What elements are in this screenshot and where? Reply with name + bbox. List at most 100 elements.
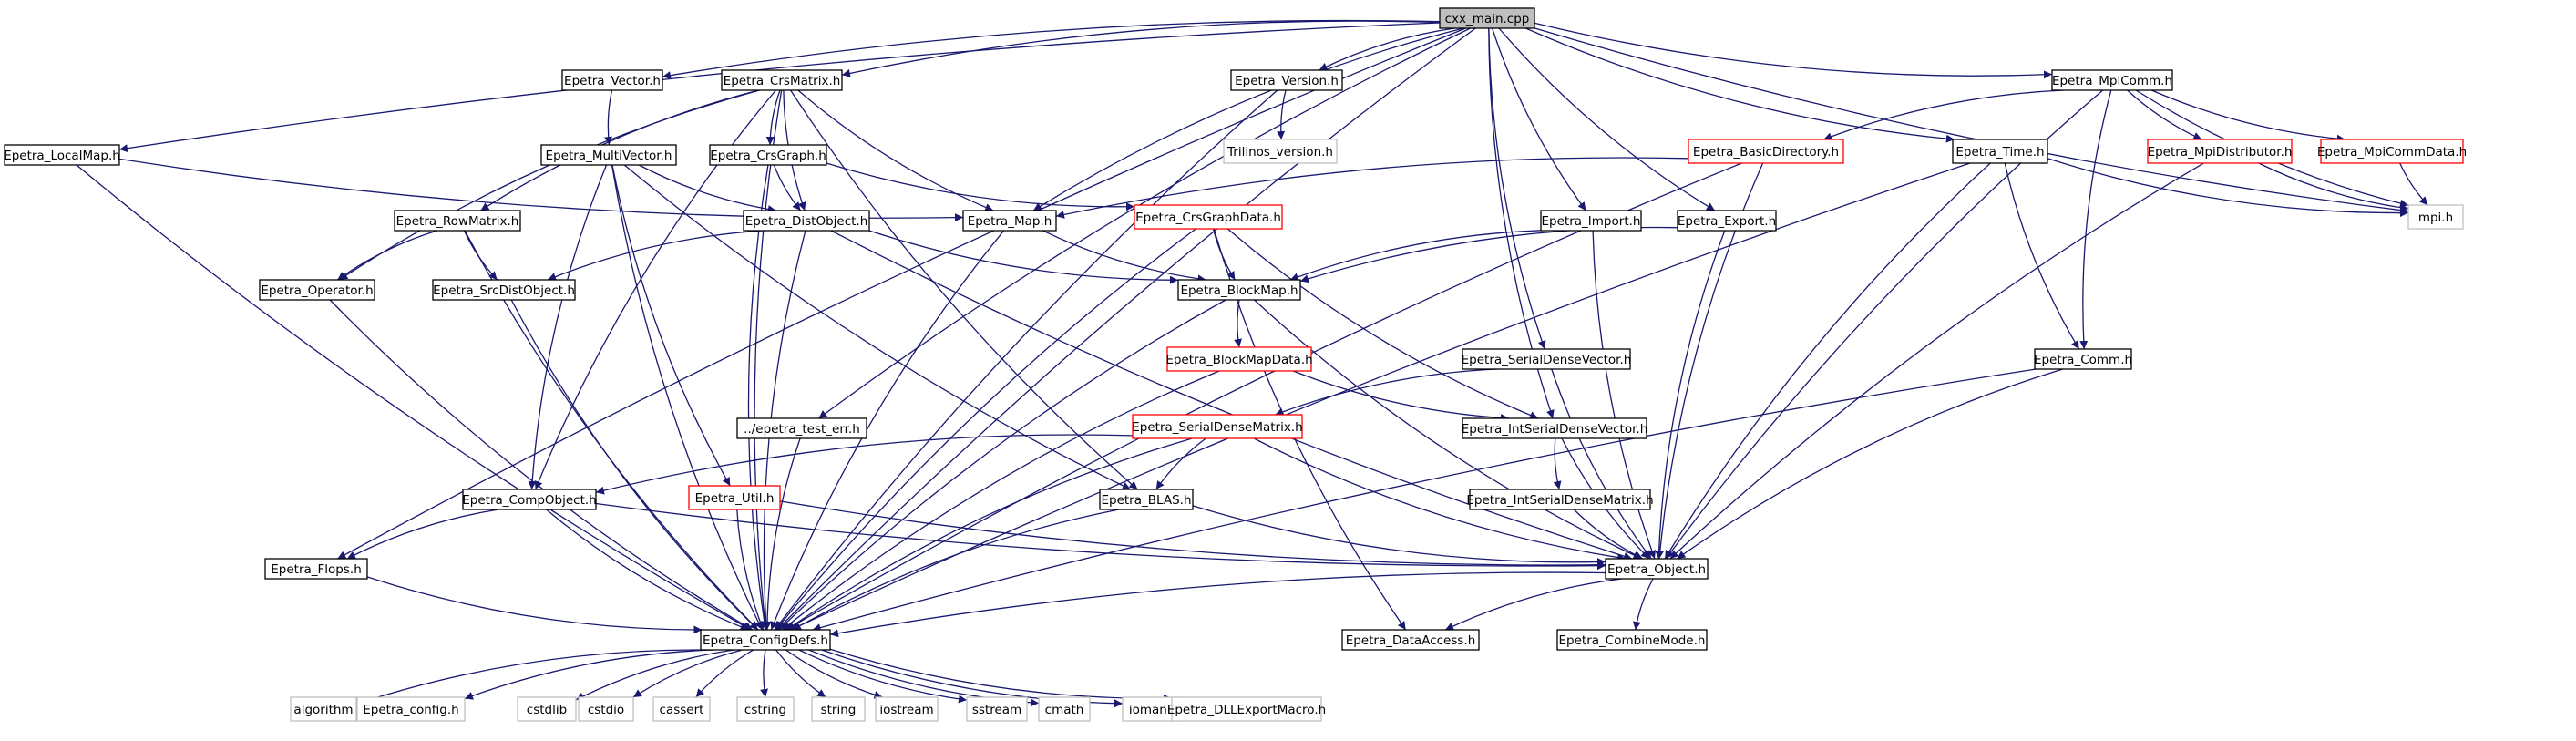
node-box <box>517 696 577 722</box>
node-intserialdensevector[interactable]: Epetra_IntSerialDenseVector.h <box>1462 417 1648 439</box>
edge-configdefs-to-sstream <box>798 649 968 704</box>
edge-blockmap-to-blockmapdata <box>1234 299 1243 348</box>
node-box <box>2147 139 2293 164</box>
edge-compobject-to-flops <box>346 509 499 560</box>
edge-serialdensevector-to-object <box>1551 368 1652 560</box>
edge-multivector-to-util <box>611 164 731 487</box>
node-cstdlib[interactable]: cstdlib <box>517 696 577 722</box>
edge-test-err-to-configdefs <box>763 437 801 631</box>
edge-blockmap-to-configdefs <box>778 299 1226 631</box>
node-crsmatrix[interactable]: Epetra_CrsMatrix.h <box>721 69 843 91</box>
node-box <box>1177 279 1301 301</box>
node-export[interactable]: Epetra_Export.h <box>1677 210 1777 232</box>
node-string[interactable]: string <box>811 696 866 722</box>
node-test-err[interactable]: ../epetra_test_err.h <box>736 417 867 439</box>
node-combinemode[interactable]: Epetra_CombineMode.h <box>1556 629 1708 651</box>
edge-vector-to-multivector <box>604 89 613 146</box>
node-label: Epetra_Import.h <box>1542 214 1641 229</box>
node-comm[interactable]: Epetra_Comm.h <box>2034 348 2132 370</box>
node-label: Epetra_Time.h <box>1955 145 2044 160</box>
node-algorithm[interactable]: algorithm <box>290 696 357 722</box>
node-label: Epetra_CompObject.h <box>462 493 597 508</box>
node-compobject[interactable]: Epetra_CompObject.h <box>462 489 597 510</box>
node-util[interactable]: Epetra_Util.h <box>688 485 781 510</box>
node-crsgraphdata[interactable]: Epetra_CrsGraphData.h <box>1134 204 1283 230</box>
node-configdefs[interactable]: Epetra_ConfigDefs.h <box>700 629 831 651</box>
edge-time-to-comm <box>2004 162 2080 350</box>
node-serialdensevector[interactable]: Epetra_SerialDenseVector.h <box>1462 348 1632 370</box>
node-version[interactable]: Epetra_Version.h <box>1230 69 1343 91</box>
node-label: Epetra_MultiVector.h <box>546 149 672 163</box>
node-srcdistobject[interactable]: Epetra_SrcDistObject.h <box>432 279 576 301</box>
node-label: Epetra_SerialDenseMatrix.h <box>1132 420 1302 435</box>
edge-cxx-main-to-mpicomm <box>1534 22 2053 79</box>
node-intserialdensematrix[interactable]: Epetra_IntSerialDenseMatrix.h <box>1466 489 1654 510</box>
node-cassert[interactable]: cassert <box>652 696 711 722</box>
node-mpicommdata[interactable]: Epetra_MpiCommData.h <box>2317 139 2467 164</box>
node-blas[interactable]: Epetra_BLAS.h <box>1099 489 1194 510</box>
node-cstring[interactable]: cstring <box>736 696 795 722</box>
node-sstream[interactable]: sstream <box>966 696 1028 722</box>
edge-multivector-to-distobject <box>638 164 776 213</box>
node-label: Epetra_CombineMode.h <box>1559 633 1706 648</box>
node-label: Epetra_Export.h <box>1678 214 1776 229</box>
node-dataaccess[interactable]: Epetra_DataAccess.h <box>1341 629 1480 651</box>
edge-operator-to-configdefs <box>329 299 754 631</box>
node-iostream[interactable]: iostream <box>875 696 939 722</box>
edge-mpidistributor-to-object <box>1669 162 2204 560</box>
node-basicdirectory[interactable]: Epetra_BasicDirectory.h <box>1688 139 1844 164</box>
node-rowmatrix[interactable]: Epetra_RowMatrix.h <box>394 210 521 232</box>
node-mpidistributor[interactable]: Epetra_MpiDistributor.h <box>2147 139 2293 164</box>
edge-crsmatrix-to-map <box>797 89 994 211</box>
node-box <box>4 144 120 166</box>
node-cmath[interactable]: cmath <box>1038 696 1091 722</box>
node-label: string <box>821 703 857 717</box>
node-object[interactable]: Epetra_Object.h <box>1605 558 1709 580</box>
node-box <box>1556 629 1708 651</box>
node-label: iostream <box>879 703 933 717</box>
node-localmap[interactable]: Epetra_LocalMap.h <box>4 144 120 166</box>
edge-configdefs-to-epetra-config <box>464 649 714 700</box>
node-vector[interactable]: Epetra_Vector.h <box>561 69 663 91</box>
edge-crsmatrix-to-operator <box>339 89 760 281</box>
node-label: cassert <box>660 703 704 717</box>
node-import[interactable]: Epetra_Import.h <box>1540 210 1642 232</box>
edge-mpicomm-to-basicdirectory <box>1823 89 2064 141</box>
node-serialdensematrix[interactable]: Epetra_SerialDenseMatrix.h <box>1132 414 1303 439</box>
node-dllexport[interactable]: Epetra_DLLExportMacro.h <box>1167 696 1326 722</box>
node-label: Epetra_Flops.h <box>271 562 362 577</box>
node-mpi[interactable]: mpi.h <box>2407 204 2464 230</box>
edge-crsmatrix-to-configdefs <box>754 89 783 631</box>
node-label: Epetra_config.h <box>363 703 458 717</box>
node-box <box>1462 348 1631 370</box>
node-multivector[interactable]: Epetra_MultiVector.h <box>540 144 677 166</box>
node-map[interactable]: Epetra_Map.h <box>962 210 1057 232</box>
node-label: sstream <box>972 703 1021 717</box>
node-blockmapdata[interactable]: Epetra_BlockMapData.h <box>1165 346 1313 372</box>
node-box <box>1230 69 1343 91</box>
node-blockmap[interactable]: Epetra_BlockMap.h <box>1177 279 1301 301</box>
node-cxx-main[interactable]: cxx_main.cpp <box>1439 7 1535 29</box>
node-label: Epetra_CrsGraph.h <box>710 149 826 163</box>
node-box <box>1341 629 1480 651</box>
node-label: Epetra_BasicDirectory.h <box>1693 145 1839 160</box>
node-mpicomm[interactable]: Epetra_MpiComm.h <box>2051 69 2173 91</box>
node-label: Epetra_SrcDistObject.h <box>433 283 575 298</box>
edge-configdefs-to-cassert <box>695 649 754 698</box>
node-distobject[interactable]: Epetra_DistObject.h <box>743 210 870 232</box>
node-epetra-config[interactable]: Epetra_config.h <box>356 696 466 722</box>
edge-localmap-to-map <box>118 158 964 222</box>
node-box <box>962 210 1057 232</box>
node-trilinos-version[interactable]: Trilinos_version.h <box>1223 139 1338 164</box>
edge-cxx-main-to-version <box>1319 27 1455 71</box>
node-cstdio[interactable]: cstdio <box>578 696 634 722</box>
node-box <box>1540 210 1642 232</box>
node-label: Epetra_BlockMapData.h <box>1165 353 1312 367</box>
node-label: Epetra_MpiComm.h <box>2052 74 2172 88</box>
node-label: Epetra_SerialDenseVector.h <box>1462 353 1632 367</box>
node-time[interactable]: Epetra_Time.h <box>1952 139 2048 164</box>
edge-multivector-to-compobject <box>528 164 608 490</box>
node-crsgraph[interactable]: Epetra_CrsGraph.h <box>709 144 827 166</box>
node-operator[interactable]: Epetra_Operator.h <box>259 279 375 301</box>
node-flops[interactable]: Epetra_Flops.h <box>264 558 368 580</box>
